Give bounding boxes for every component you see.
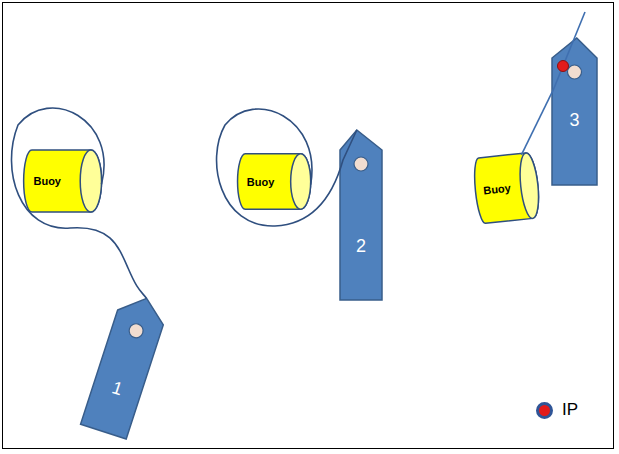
legend-text: IP (562, 400, 578, 420)
callout-number: 3 (552, 110, 597, 131)
tag: 3 (552, 38, 597, 185)
legend: IP (536, 399, 578, 421)
rope (11, 108, 146, 298)
buoy-label: Buoy (247, 176, 275, 188)
tag: 2 (340, 130, 382, 300)
rope (521, 92, 552, 154)
rope (217, 109, 357, 226)
buoy: Buoy (471, 150, 544, 227)
callout-number: 2 (340, 235, 382, 256)
tag-shape (340, 130, 382, 300)
legend-swatch (536, 402, 553, 419)
rope-line (11, 108, 146, 298)
buoy-label: Buoy (33, 175, 61, 187)
buoy: Buoy (236, 152, 313, 211)
buoy: Buoy (22, 148, 104, 214)
tag: 1 (81, 291, 170, 439)
tag-shape (81, 291, 170, 439)
rope-line (521, 92, 552, 154)
rope-line (217, 109, 357, 226)
